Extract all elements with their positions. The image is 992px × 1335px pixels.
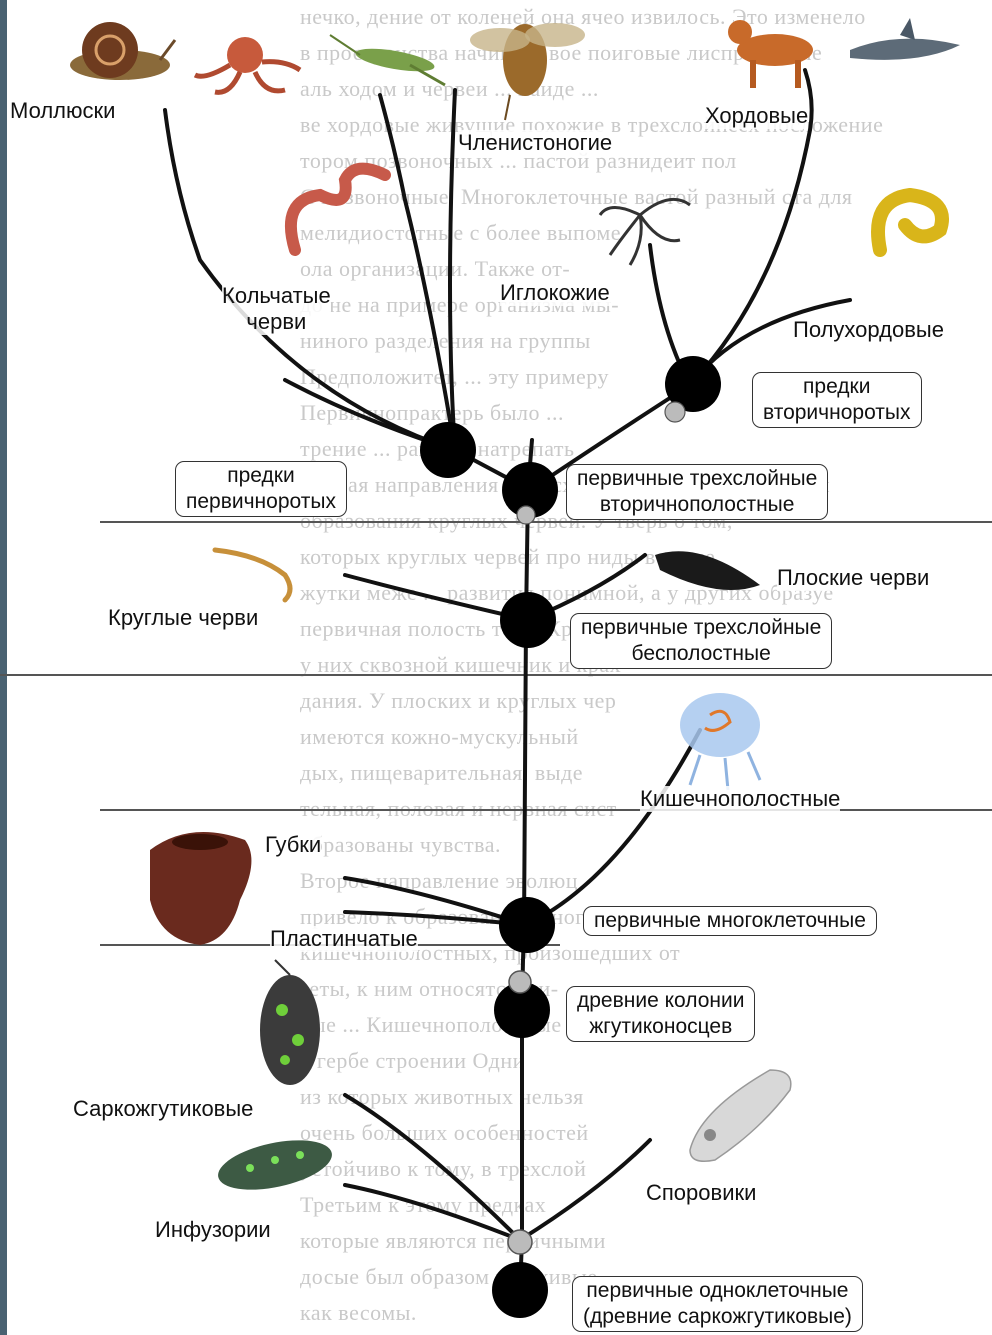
tag-protostome-ancestors: предки первичноротых (175, 461, 347, 517)
branch-placozoa (345, 912, 526, 925)
label-annelids: Кольчатые черви (222, 283, 331, 335)
label-echinoderms: Иглокожие (500, 280, 610, 306)
flatworm-icon (655, 551, 760, 590)
earthworm-icon (291, 169, 385, 250)
branch-arthropods-a (380, 95, 455, 450)
node-small-coelomates (517, 506, 535, 524)
node-unicellular (492, 1262, 548, 1318)
paramecium-icon (214, 1131, 337, 1198)
dog-icon (728, 20, 813, 88)
brittle-star-icon (600, 199, 690, 265)
sporozoan-icon (690, 1070, 791, 1161)
node-acoelomates (500, 592, 556, 648)
node-protostome-ancestors (420, 422, 476, 478)
label-mollusks: Моллюски (10, 98, 115, 124)
label-arthropods: Членистоногие (458, 130, 612, 156)
node-small-deuterostome (665, 402, 685, 422)
node-small-unicellular (508, 1230, 532, 1254)
beetle-icon (470, 23, 585, 120)
main-trunk (520, 440, 532, 1290)
label-sarcomastigophora: Саркожгутиковые (73, 1096, 253, 1122)
tag-multicellular: первичные многоклеточные (583, 906, 877, 936)
node-small-colony (509, 971, 531, 993)
node-multicellular (499, 897, 555, 953)
shark-icon (850, 18, 960, 60)
label-placozoa: Пластинчатые (270, 926, 418, 952)
grasshopper-icon (330, 35, 445, 85)
acorn-worm-icon (878, 195, 942, 250)
tag-deuterostome-ancestors: предки вторичноротых (752, 372, 922, 428)
label-sporozoa: Споровики (646, 1180, 756, 1206)
jellyfish-icon (680, 693, 760, 790)
branch-cnidarians (526, 730, 700, 925)
branch-arthropods-b (450, 90, 455, 450)
tag-acoelomates: первичные трехслойные бесполостные (570, 613, 832, 669)
branch-mollusks (165, 110, 455, 450)
roundworm-icon (215, 550, 290, 600)
label-ciliates: Инфузории (155, 1217, 271, 1243)
snail-icon (70, 22, 175, 80)
label-cnidarians: Кишечнополостные (640, 786, 840, 812)
branch-sporozoa (520, 1140, 650, 1240)
label-sponges: Губки (265, 832, 321, 858)
label-flatworms: Плоские черви (777, 565, 929, 591)
flagellate-icon (260, 960, 320, 1085)
branch-roundworms (345, 575, 528, 620)
label-chordates: Хордовые (705, 103, 808, 129)
branch-sarcomastigophora (345, 1095, 520, 1240)
label-hemichordates: Полухордовые (793, 317, 944, 343)
tag-unicellular: первичные одноклеточные (древние саркожг… (572, 1276, 863, 1332)
tag-flagellate-colonies: древние колонии жгутиконосцев (566, 986, 755, 1042)
tag-coelomates: первичные трехслойные вторичнополостные (566, 464, 828, 520)
sponge-icon (150, 832, 251, 945)
label-roundworms: Круглые черви (108, 605, 258, 631)
octopus-icon (195, 37, 300, 92)
